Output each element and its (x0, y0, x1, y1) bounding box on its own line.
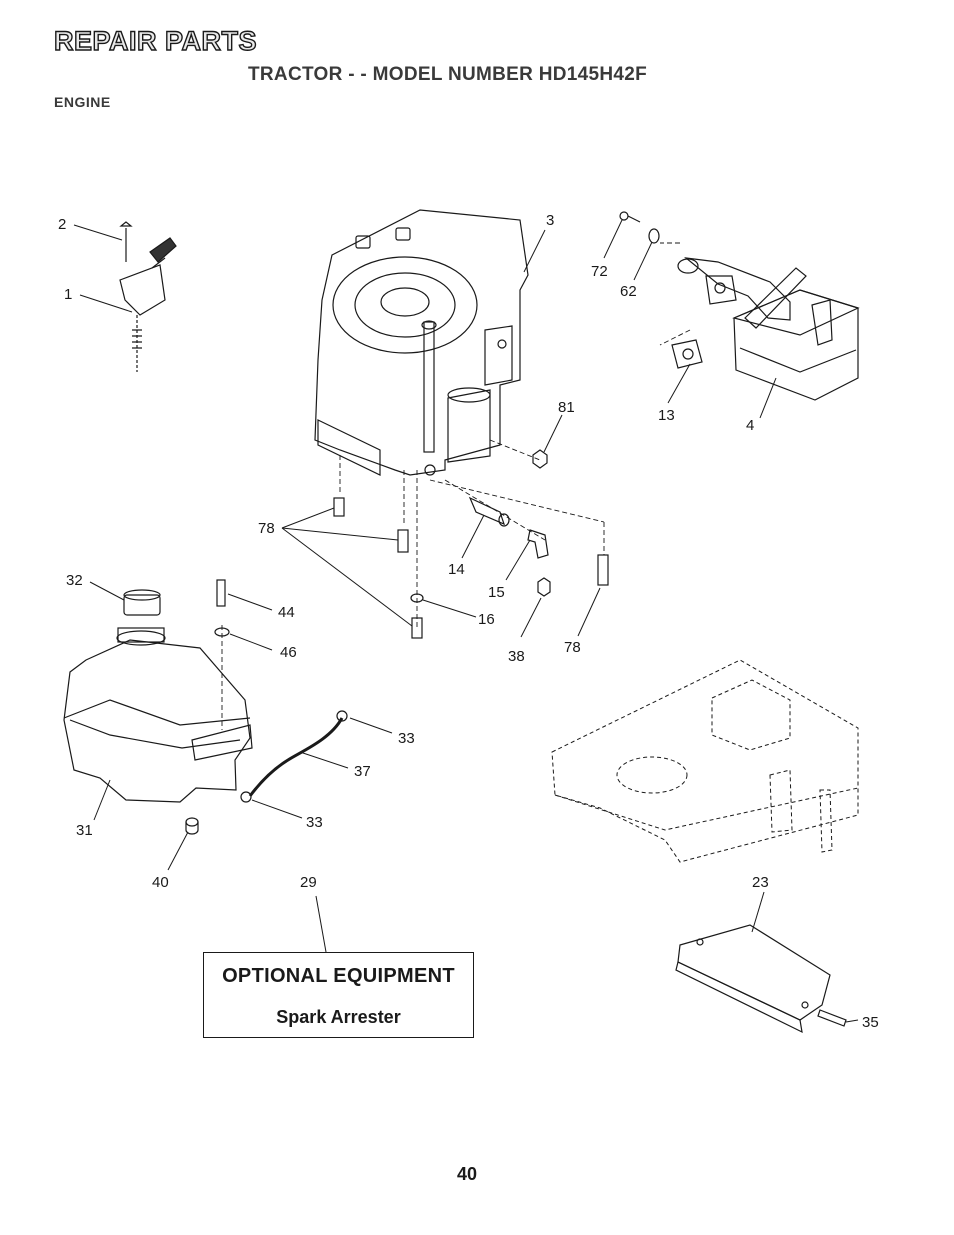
page-title: REPAIR PARTS (53, 25, 258, 56)
callout-32: 32 (66, 572, 83, 589)
callout-33b: 33 (306, 814, 323, 831)
callout-2: 2 (58, 216, 66, 233)
optional-equipment-title: OPTIONAL EQUIPMENT (222, 965, 455, 987)
callout-13: 13 (658, 407, 675, 424)
callout-31: 31 (76, 822, 93, 839)
screw-44-part (216, 579, 226, 607)
callout-14: 14 (448, 561, 465, 578)
section-heading: ENGINE (54, 94, 111, 110)
fuel-line-part (240, 710, 348, 803)
callout-72: 72 (591, 263, 608, 280)
callout-40: 40 (152, 874, 169, 891)
muffler-assembly-part (619, 211, 860, 401)
screw-78-parts (333, 497, 609, 639)
page-number: 40 (456, 1164, 478, 1184)
washer-16-part (410, 593, 424, 603)
heat-shield-part (675, 924, 847, 1034)
callout-78b: 78 (564, 639, 581, 656)
callout-29: 29 (300, 874, 317, 891)
callout-62: 62 (620, 283, 637, 300)
fuel-fittings-part (468, 496, 551, 597)
fuel-tank-part (63, 627, 253, 803)
model-subtitle: TRACTOR - - MODEL NUMBER HD145H42F (248, 64, 648, 85)
callout-15: 15 (488, 584, 505, 601)
leader-lines (73, 219, 859, 1023)
callout-23: 23 (752, 874, 769, 891)
assembly-guide-lines (221, 242, 691, 730)
callout-4: 4 (746, 417, 754, 434)
tractor-frame-part (551, 659, 859, 863)
callout-labels: 2 1 3 72 62 13 4 81 78 14 15 16 38 78 32… (58, 212, 879, 1031)
engine-part (314, 209, 529, 476)
spacer-40-part (185, 817, 199, 835)
nut-81-part (532, 449, 548, 469)
fuel-cap-part (123, 589, 161, 616)
callout-35: 35 (862, 1014, 879, 1031)
washer-46-part (214, 627, 230, 637)
callout-16: 16 (478, 611, 495, 628)
callout-78a: 78 (258, 520, 275, 537)
callout-44: 44 (278, 604, 295, 621)
callout-37: 37 (354, 763, 371, 780)
callout-46: 46 (280, 644, 297, 661)
callout-81: 81 (558, 399, 575, 416)
optional-equipment-box: OPTIONAL EQUIPMENT Spark Arrester (203, 952, 474, 1038)
callout-38: 38 (508, 648, 525, 665)
optional-equipment-item: Spark Arrester (276, 1007, 401, 1027)
callout-3: 3 (546, 212, 554, 229)
callout-1: 1 (64, 286, 72, 303)
callout-33a: 33 (398, 730, 415, 747)
throttle-control-part (119, 221, 177, 372)
